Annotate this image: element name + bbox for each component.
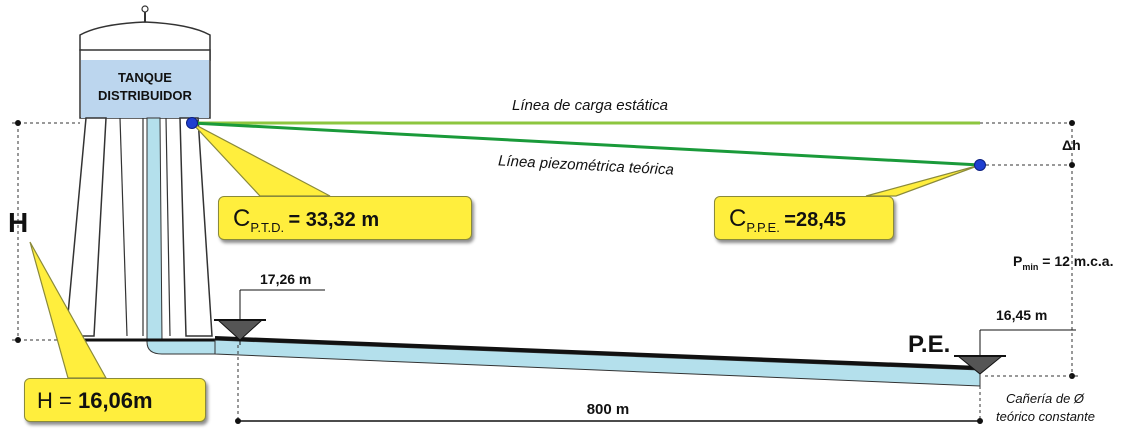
water-tower [65, 5, 216, 355]
callout-h-prefix: H = [37, 388, 78, 413]
pipe-note-line1: Cañería de Ø [1006, 391, 1085, 406]
delta-h-label: Δh [1062, 137, 1081, 153]
tank-label-line2: DISTRIBUIDOR [98, 88, 193, 103]
pipe [214, 336, 981, 387]
callout-ptd-prefix: C [233, 205, 251, 232]
distance-label: 800 m [587, 401, 630, 418]
pe-level-marker [954, 329, 1076, 375]
callout-h: H = 16,06m [24, 378, 206, 422]
callout-ppe: CP.P.E. =28,45 [714, 196, 894, 240]
callout-ppe-subscript: P.P.E. [746, 220, 780, 235]
tower-left-leg [65, 117, 107, 337]
tower-inner-wall [119, 117, 128, 337]
distance-dimension [235, 345, 983, 424]
callout-ppe-value: =28,45 [784, 209, 847, 231]
td-elevation-label: 17,26 m [260, 271, 311, 287]
right-dimensions [985, 120, 1080, 379]
pipe-note-line2: teórico constante [996, 409, 1095, 424]
pe-label: P.E. [908, 331, 950, 358]
h-label: H [8, 207, 28, 238]
tank-water [81, 60, 209, 118]
tower-pipe-outline [142, 117, 171, 337]
tank-label-line1: TANQUE [118, 70, 172, 85]
pipe-top-black [214, 336, 981, 370]
pmin-label: Pmin = 12 m.c.a. [1013, 253, 1113, 272]
point-ptd [186, 117, 198, 129]
callout-ptd-pointer [191, 122, 331, 197]
callout-ppe-pointer [865, 164, 981, 197]
tower-right-leg [179, 117, 213, 337]
point-ppe [974, 159, 986, 171]
piezometric-line [191, 121, 981, 167]
callout-h-value: H = 16,06m [37, 388, 153, 413]
td-level-marker [214, 289, 325, 345]
callout-ptd: CP.T.D. = 33,32 m [218, 196, 472, 240]
pe-elevation-label: 16,45 m [996, 307, 1047, 323]
callout-h-number: 16,06m [77, 388, 153, 413]
callout-ppe-prefix: C [729, 205, 747, 232]
piezometric-line-label: Línea piezométrica teórica [498, 152, 675, 178]
callout-ptd-subscript: P.T.D. [250, 220, 285, 235]
callout-ptd-value: = 33,32 m [288, 209, 380, 231]
static-load-line-label: Línea de carga estática [512, 97, 668, 114]
